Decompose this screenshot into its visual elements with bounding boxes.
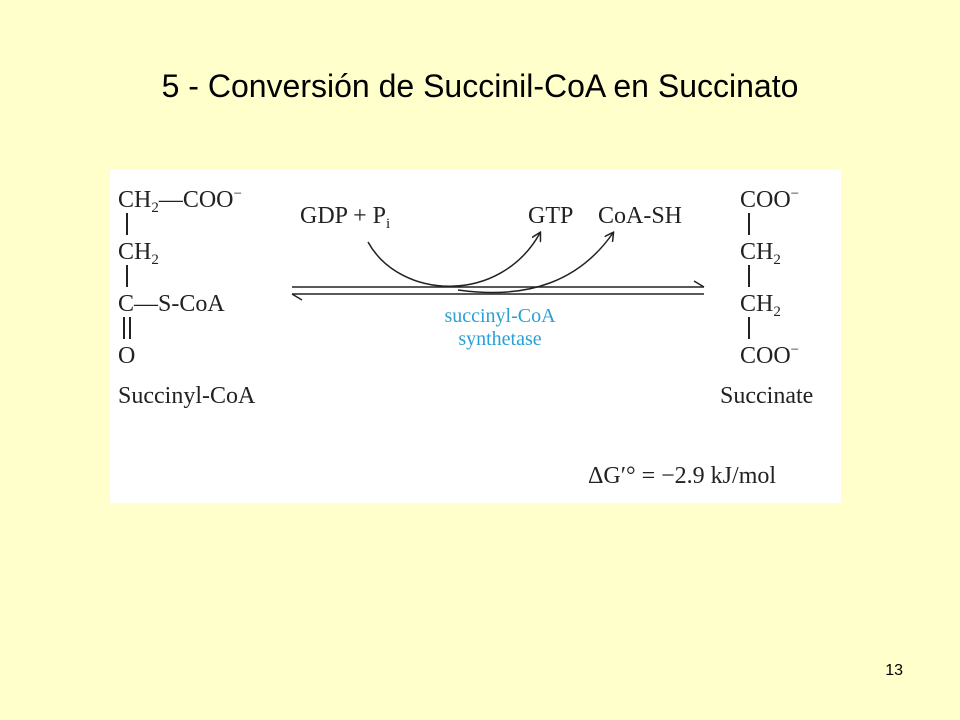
- gtp-label: GTP: [528, 203, 574, 229]
- page-number: 13: [885, 662, 903, 679]
- substrate-row-1: CH2—COO−: [118, 186, 242, 216]
- double-bond: [123, 317, 125, 339]
- substrate-row-4: O: [118, 343, 136, 369]
- product-row-2: CH2: [740, 239, 781, 268]
- coash-release-arrow: [457, 233, 613, 294]
- product-row-4: COO−: [740, 342, 800, 369]
- bond: [126, 213, 128, 235]
- gdp-to-gtp-arrow: [367, 233, 540, 287]
- bond: [748, 317, 750, 339]
- substrate-row-2: CH2: [118, 239, 159, 268]
- substrate-name: Succinyl-CoA: [118, 383, 256, 409]
- product-row-3: CH2: [740, 291, 781, 320]
- double-bond: [129, 317, 131, 339]
- reaction-arrows: [291, 170, 705, 301]
- substrate-row-3: C—S-CoA: [118, 291, 225, 317]
- enzyme-label: succinyl-CoA synthetase: [444, 305, 556, 350]
- bond: [126, 265, 128, 287]
- bond: [748, 265, 750, 287]
- bond: [748, 213, 750, 235]
- delta-g-label: ΔG′° = −2.9 kJ/mol: [588, 463, 777, 489]
- product-name: Succinate: [720, 383, 814, 409]
- gdp-pi-label: GDP + Pi: [300, 203, 391, 232]
- product-row-1: COO−: [740, 186, 800, 213]
- slide-title: 5 - Conversión de Succinil-CoA en Succin…: [161, 68, 799, 104]
- coash-label: CoA-SH: [598, 203, 683, 229]
- reaction-diagram: CH2—COO− CH2 C—S-CoA O Succinyl-CoA GDP …: [110, 170, 841, 503]
